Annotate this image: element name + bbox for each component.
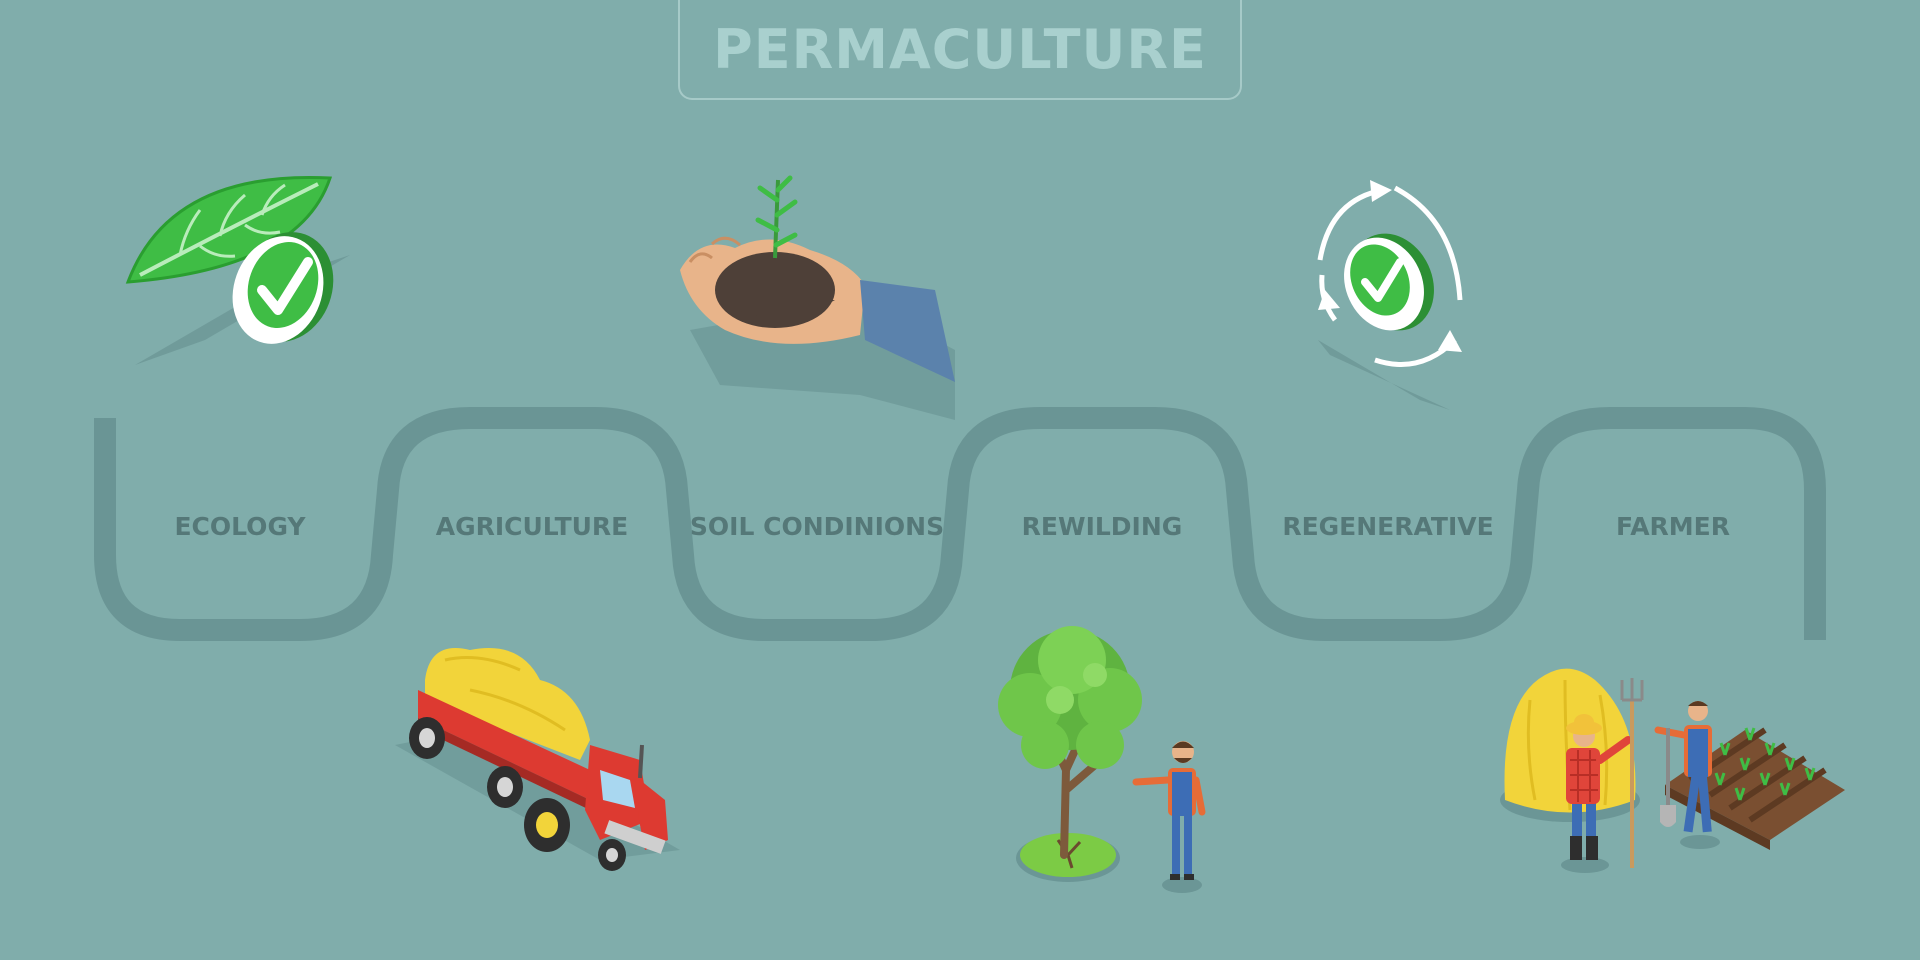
tree-and-farmer [998, 626, 1206, 893]
step-label-agriculture: AGRICULTURE [435, 512, 629, 541]
timeline-path [94, 407, 1826, 641]
farmers-haystack-field [1500, 668, 1845, 873]
hand-soil-sprout [680, 175, 955, 420]
step-label-regenerative: REGENERATIVE [1282, 512, 1494, 541]
hay-truck [395, 648, 680, 871]
leaf-check-icon [125, 175, 350, 365]
title-frame: PERMACULTURE [678, 0, 1242, 100]
step-label-farmer: FARMER [1615, 512, 1730, 541]
cycle-check-icon [1317, 180, 1463, 410]
page-title: PERMACULTURE [713, 17, 1207, 81]
step-label-ecology: ECOLOGY [174, 512, 306, 541]
step-label-rewilding: REWILDING [1021, 512, 1183, 541]
step-label-soil-conditions: SOIL CONDINIONS [689, 512, 945, 541]
